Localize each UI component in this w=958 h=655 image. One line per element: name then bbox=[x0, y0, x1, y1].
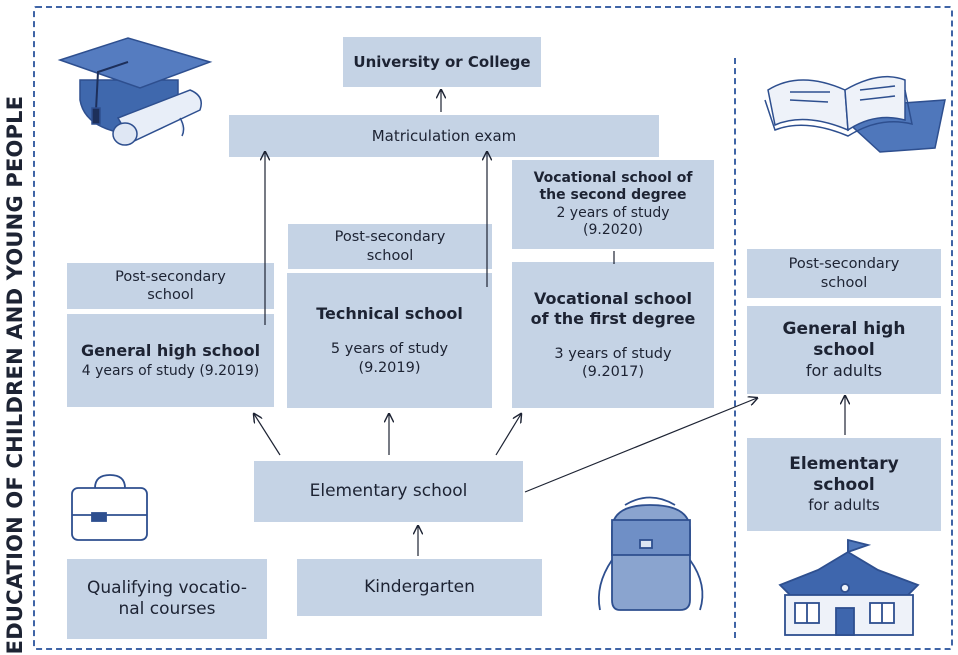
postsecondary-middle-line1: Post-secondary bbox=[334, 229, 446, 246]
arrow-elem-generalhs bbox=[254, 414, 281, 456]
elementary-school-adults-box: Elementary school for adults bbox=[747, 438, 941, 531]
technical-school-detail1: 5 years of study bbox=[330, 341, 449, 358]
general-high-school-box: General high school 4 years of study (9.… bbox=[67, 314, 274, 407]
arrow-elem-vocfirst bbox=[495, 414, 521, 456]
technical-school-title: Technical school bbox=[316, 304, 463, 324]
postsecondary-left-line2: school bbox=[147, 287, 194, 303]
vocational-first-degree-box: Vocational school of the first degree 3 … bbox=[512, 262, 714, 408]
qualifying-courses-box: Qualifying vocatio- nal courses bbox=[67, 559, 267, 639]
vocational-second-degree-box: Vocational school of the second degree 2… bbox=[512, 160, 714, 249]
school-building-icon bbox=[778, 538, 920, 636]
vocational-second-detail1: 2 years of study bbox=[556, 204, 670, 221]
vocational-second-title1: Vocational school of bbox=[533, 169, 693, 186]
general-high-school-detail: 4 years of study (9.2019) bbox=[81, 362, 260, 379]
postsecondary-left-line1: Post-secondary bbox=[115, 268, 226, 285]
elementary-adults-title2: school bbox=[813, 475, 875, 496]
arrow-elem-adults-hs bbox=[524, 398, 757, 493]
elementary-adults-detail: for adults bbox=[808, 496, 880, 515]
adult-section-divider bbox=[734, 58, 736, 638]
postsecondary-adults-line2: school bbox=[820, 274, 868, 291]
open-books-icon bbox=[764, 75, 946, 153]
kindergarten-box: Kindergarten bbox=[297, 559, 542, 616]
postsecondary-adults-line1: Post-secondary bbox=[788, 256, 900, 273]
matriculation-box: Matriculation exam bbox=[229, 115, 659, 157]
elementary-school-box: Elementary school bbox=[254, 461, 523, 522]
postsecondary-middle-box: Post-secondary school bbox=[288, 224, 492, 269]
vocational-second-title2: the second degree bbox=[539, 187, 687, 203]
elementary-school-label: Elementary school bbox=[309, 480, 468, 501]
backpack-icon bbox=[597, 496, 704, 611]
diploma-icon bbox=[112, 89, 202, 146]
qualifying-courses-line1: Qualifying vocatio- bbox=[87, 577, 247, 598]
qualifying-courses-line2: nal courses bbox=[118, 599, 216, 619]
university-label: University or College bbox=[353, 52, 531, 71]
elementary-adults-title1: Elementary bbox=[789, 453, 899, 474]
general-high-adults-title2: school bbox=[813, 340, 875, 360]
general-high-school-adults-box: General high school for adults bbox=[747, 306, 941, 394]
technical-school-detail2: (9.2019) bbox=[358, 359, 421, 376]
vocational-first-title1: Vocational school bbox=[533, 288, 692, 308]
vocational-second-detail2: (9.2020) bbox=[583, 222, 643, 238]
vocational-first-title2: of the first degree bbox=[530, 308, 696, 328]
postsecondary-middle-line2: school bbox=[366, 247, 414, 264]
diagram-frame bbox=[33, 6, 953, 650]
vocational-first-detail1: 3 years of study bbox=[554, 345, 672, 362]
matriculation-label: Matriculation exam bbox=[371, 126, 517, 145]
kindergarten-label: Kindergarten bbox=[364, 576, 475, 597]
postsecondary-adults-box: Post-secondary school bbox=[747, 249, 941, 298]
general-high-adults-title1: General high bbox=[782, 318, 906, 339]
general-high-adults-detail: for adults bbox=[805, 361, 883, 381]
vocational-first-detail2: (9.2017) bbox=[581, 364, 645, 380]
technical-school-box: Technical school 5 years of study (9.201… bbox=[287, 273, 492, 408]
postsecondary-left-box: Post-secondary school bbox=[67, 263, 274, 309]
general-high-school-title: General high school bbox=[80, 340, 261, 360]
briefcase-icon bbox=[71, 474, 148, 541]
university-box: University or College bbox=[343, 37, 541, 87]
